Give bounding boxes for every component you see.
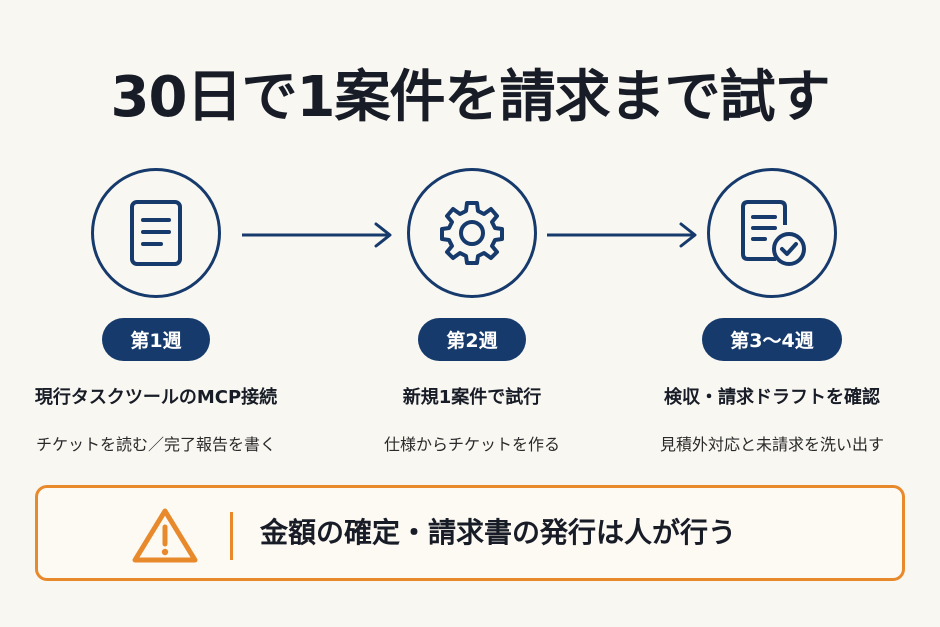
step-1: 第1週 現行タスクツールのMCP接続 チケットを読む／完了報告を書く xyxy=(6,168,306,455)
step-2-description: 仕様からチケットを作る xyxy=(383,435,560,454)
step-3: 第3〜4週 検収・請求ドラフトを確認 見積外対応と未請求を洗い出す xyxy=(622,168,922,455)
step-2: 第2週 新規1案件で試行 仕様からチケットを作る xyxy=(322,168,622,455)
gear-icon xyxy=(440,201,504,265)
step-3-description: 見積外対応と未請求を洗い出す xyxy=(659,435,884,454)
step-2-circle xyxy=(407,168,537,298)
step-1-title: 現行タスクツールのMCP接続 xyxy=(34,387,278,408)
document-icon xyxy=(130,200,182,266)
arrow-right-icon xyxy=(547,222,697,248)
warning-icon xyxy=(132,508,198,563)
step-2-title: 新規1案件で試行 xyxy=(402,387,542,408)
arrow-right-icon xyxy=(242,222,392,248)
warning-divider xyxy=(230,512,233,560)
step-3-period-badge: 第3〜4週 xyxy=(702,318,842,361)
document-check-icon xyxy=(741,200,806,266)
warning-text: 金額の確定・請求書の発行は人が行う xyxy=(260,516,737,549)
warning-box: 金額の確定・請求書の発行は人が行う xyxy=(35,485,905,581)
step-3-title: 検収・請求ドラフトを確認 xyxy=(664,387,880,408)
step-2-period-badge: 第2週 xyxy=(418,318,526,361)
step-1-circle xyxy=(91,168,221,298)
step-3-circle xyxy=(707,168,837,298)
step-1-description: チケットを読む／完了報告を書く xyxy=(35,435,276,454)
step-1-period-badge: 第1週 xyxy=(102,318,210,361)
page-title: 30日で1案件を請求まで試す xyxy=(110,65,831,130)
